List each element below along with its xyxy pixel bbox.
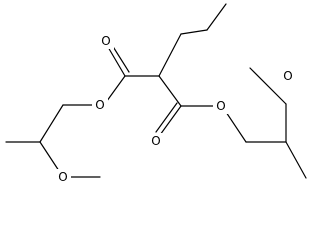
svg-text:O: O <box>58 170 67 184</box>
bond-ch-carbonyl-right <box>158 75 182 107</box>
svg-text:O: O <box>95 98 104 112</box>
bond-carbonyl-double-right <box>155 102 182 136</box>
atom-o-carbonyl-left: O <box>98 33 114 49</box>
bond-propyl-ch2-ch <box>158 33 182 77</box>
atom-o-ester-right: O <box>213 98 229 114</box>
bond-propyl-ch2-ch2 <box>180 29 208 35</box>
bond-ch-methyl-right <box>285 141 307 179</box>
svg-text:O: O <box>151 134 160 148</box>
svg-text:O: O <box>101 34 110 48</box>
svg-text:O: O <box>283 69 292 83</box>
bond-propyl-ch3-ch2 <box>206 3 227 31</box>
atom-o-ester-left: O <box>92 97 108 113</box>
bond-methoxy-o-ch3-right <box>249 67 287 105</box>
svg-text:O: O <box>216 99 225 113</box>
bond-lines <box>5 3 307 179</box>
bond-carbonyl-double-left <box>107 44 130 77</box>
molecule-structure: O O O O O O <box>5 3 307 185</box>
atom-o-carbonyl-right: O <box>148 133 164 149</box>
atom-labels: O O O O O O <box>55 33 296 185</box>
atom-o-methoxy-right: O <box>280 68 296 84</box>
atom-o-methoxy-left: O <box>55 169 71 185</box>
bond-ch2-ch-left <box>39 104 64 143</box>
